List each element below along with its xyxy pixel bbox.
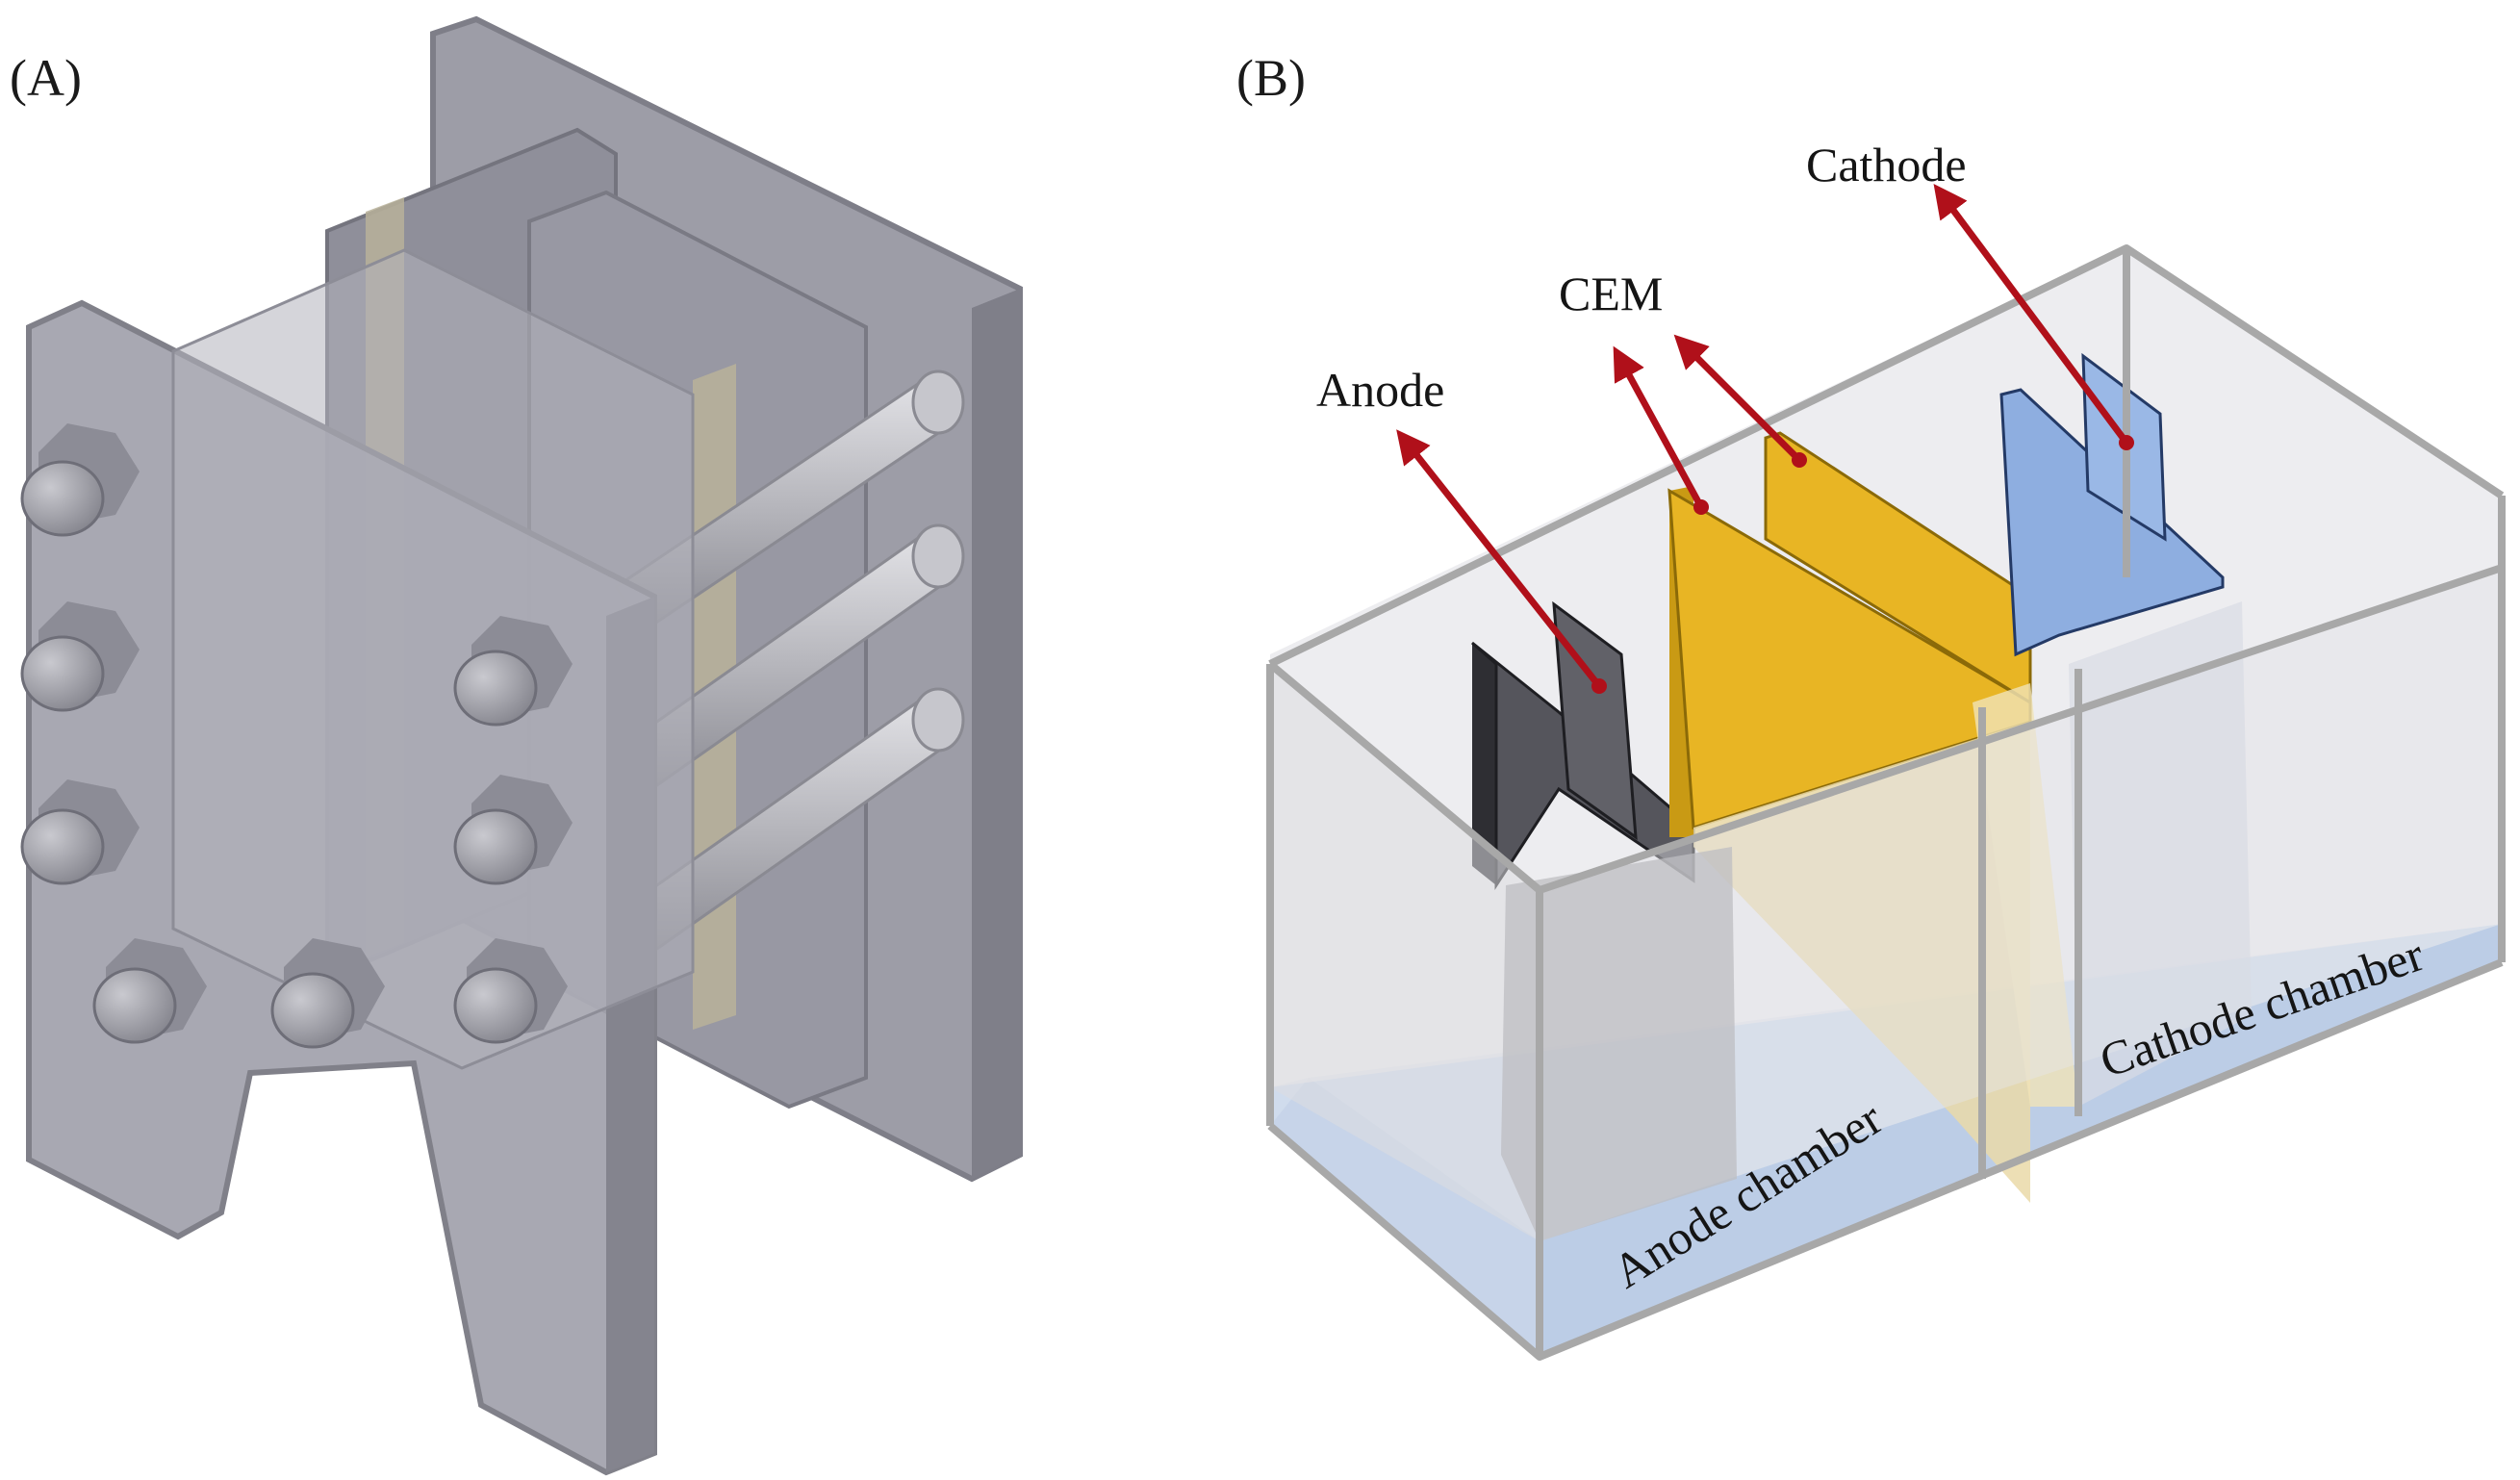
mfc-schematic: Anode CEM Cathode Anode chamber Cathode … xyxy=(1266,138,2506,1361)
panel-label-b: (B) xyxy=(1236,49,1306,107)
callout-arrows xyxy=(1396,183,2134,694)
tank-frame xyxy=(1266,244,2506,1361)
chamber-body xyxy=(171,248,695,1070)
cem-callout-label: CEM xyxy=(1559,267,1663,320)
tank-front-wall xyxy=(1540,568,2502,1241)
bolt-right-1 xyxy=(453,616,573,727)
anode-divider xyxy=(1501,847,1737,1241)
anode-electrode xyxy=(1471,600,1695,891)
bolt-left-2 xyxy=(20,601,140,712)
panel-label-a: (A) xyxy=(10,49,82,107)
anode-callout-label: Anode xyxy=(1316,363,1444,417)
bolts xyxy=(20,423,573,1049)
reactor-assembly-3d xyxy=(20,15,1023,1476)
cathode-divider xyxy=(2069,601,2252,1107)
tie-rods xyxy=(613,370,965,960)
tank-left-wall xyxy=(1270,664,1540,1241)
bolt-left-3 xyxy=(20,779,140,885)
bolt-bottom-3 xyxy=(453,938,568,1044)
bolt-left-1 xyxy=(20,423,140,537)
bolt-bottom-2 xyxy=(270,938,385,1049)
cem-membrane xyxy=(1667,431,2078,1203)
bolt-right-2 xyxy=(453,775,573,885)
bolt-bottom-1 xyxy=(92,938,207,1044)
cathode-callout-label: Cathode xyxy=(1806,138,1967,191)
